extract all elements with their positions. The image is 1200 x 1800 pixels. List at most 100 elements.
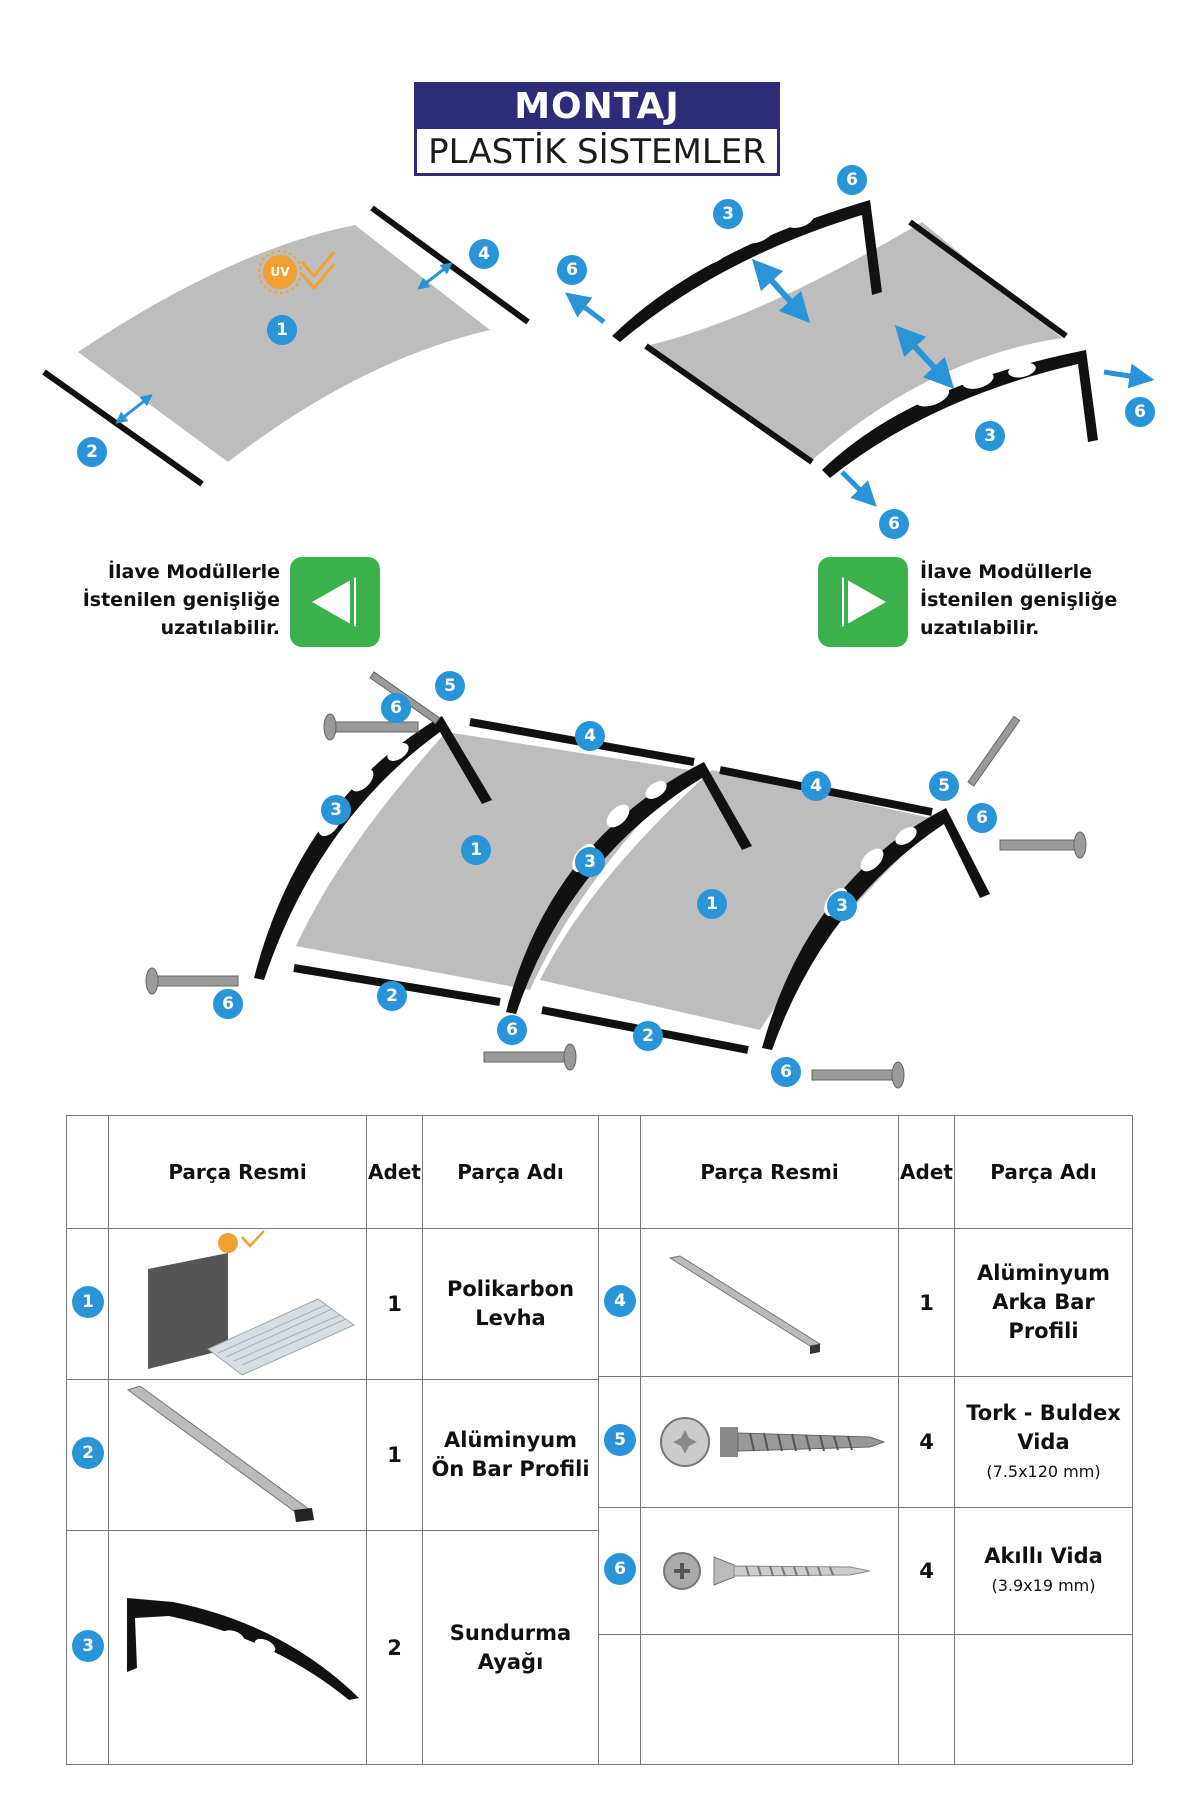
number-badge-back_bar: 4 — [575, 721, 605, 751]
sheet-left — [296, 732, 690, 990]
number-badge-smart_screw: 6 — [213, 989, 243, 1019]
parts-table: Parça Resmi Adet Parça Adı Parça Resmi A… — [66, 1115, 1133, 1765]
svg-text:3: 3 — [836, 896, 848, 916]
number-badge-smart_screw: 6 — [879, 509, 909, 539]
part-qty: 1 — [366, 1379, 423, 1531]
number-badge-sheet: 1 — [697, 889, 727, 919]
table-header-row: Parça Resmi Adet Parça Adı Parça Resmi A… — [66, 1115, 1133, 1229]
svg-text:6: 6 — [976, 808, 988, 828]
svg-text:3: 3 — [722, 204, 734, 224]
svg-text:4: 4 — [614, 1291, 626, 1311]
polycarbonate-sheet-icon — [147, 1230, 355, 1376]
assembly-diagram: UV — [42, 165, 1155, 1089]
extension-note-right: İlave Modüllerle İstenilen genişliğe uza… — [920, 561, 1118, 639]
header-part-image: Parça Resmi — [108, 1115, 367, 1229]
number-badge-bracket: 3 — [713, 199, 743, 229]
svg-text:3: 3 — [330, 800, 342, 820]
number-badge-front_bar: 2 — [633, 1021, 663, 1051]
svg-text:6: 6 — [566, 260, 578, 280]
number-badge-icon: 2 — [71, 1437, 104, 1469]
svg-text:6: 6 — [222, 994, 234, 1014]
part-name: Akıllı Vida (3.9x19 mm) — [954, 1507, 1133, 1635]
number-badge-sheet: 1 — [267, 315, 297, 345]
svg-text:6: 6 — [846, 170, 858, 190]
svg-text:3: 3 — [584, 852, 596, 872]
sheet-right — [540, 770, 940, 1030]
svg-text:6: 6 — [888, 514, 900, 534]
part-qty: 4 — [898, 1376, 955, 1508]
extend-right-button[interactable] — [818, 557, 908, 647]
svg-text:2: 2 — [82, 1443, 94, 1463]
extension-note-left: İlave Modüllerle İstenilen genişliğe uza… — [82, 561, 280, 639]
svg-text:6: 6 — [1134, 402, 1146, 422]
svg-text:2: 2 — [386, 986, 398, 1006]
svg-text:3: 3 — [82, 1636, 94, 1656]
svg-text:4: 4 — [478, 244, 490, 264]
number-badge-smart_screw: 6 — [381, 693, 411, 723]
number-badge-tork_screw: 5 — [435, 671, 465, 701]
part-qty: 4 — [898, 1507, 955, 1635]
header-qty: Adet — [366, 1115, 423, 1229]
svg-text:2: 2 — [86, 442, 98, 462]
number-badge-front_bar: 2 — [377, 981, 407, 1011]
part-qty: 1 — [366, 1228, 423, 1380]
number-badge-bracket: 3 — [575, 847, 605, 877]
tork-screw-icon — [659, 1417, 885, 1467]
part-qty: 2 — [366, 1530, 423, 1765]
svg-text:1: 1 — [706, 894, 718, 914]
part-image-front-bar — [108, 1379, 367, 1531]
svg-text:6: 6 — [780, 1062, 792, 1082]
svg-text:UV: UV — [270, 265, 290, 279]
front-bar — [42, 369, 204, 487]
header-part-name: Parça Adı — [954, 1115, 1133, 1229]
svg-text:3: 3 — [984, 426, 996, 446]
part-image-tork-screw — [640, 1376, 899, 1508]
number-badge-front_bar: 2 — [77, 437, 107, 467]
left-arrow-icon — [312, 577, 356, 627]
smart-screw-icon — [662, 1552, 870, 1590]
right-arrow-icon — [842, 577, 886, 627]
bracket-upper — [612, 200, 882, 342]
page-subtitle: PLASTİK SİSTEMLER — [428, 132, 766, 172]
number-badge-icon: 4 — [603, 1284, 636, 1317]
part-image-bracket — [108, 1530, 367, 1765]
uv-icon: UV — [258, 250, 336, 294]
exploded-sheet-view: UV — [42, 205, 530, 487]
assembled-canopy-view — [145, 671, 1087, 1089]
assembled-bracket-1 — [254, 716, 492, 980]
number-badge-bracket: 3 — [975, 421, 1005, 451]
page-title: MONTAJ KLAVUZU — [417, 85, 777, 171]
svg-text:4: 4 — [584, 726, 596, 746]
canopy-bracket-icon — [126, 1597, 359, 1700]
aluminium-front-bar-icon — [126, 1385, 314, 1522]
number-badge-icon: 5 — [603, 1424, 636, 1456]
aluminium-bar-icon — [668, 1254, 821, 1354]
part-image-back-bar — [640, 1228, 899, 1377]
svg-text:6: 6 — [506, 1020, 518, 1040]
number-badge-icon: 3 — [71, 1629, 104, 1662]
svg-text:5: 5 — [444, 676, 456, 696]
part-qty: 1 — [898, 1228, 955, 1377]
header-part-image: Parça Resmi — [640, 1115, 899, 1229]
number-badge-smart_screw: 6 — [557, 255, 587, 285]
header-part-name: Parça Adı — [422, 1115, 599, 1229]
number-badge-icon: 1 — [71, 1286, 104, 1318]
svg-text:5: 5 — [938, 776, 950, 796]
number-badge-smart_screw: 6 — [837, 165, 867, 195]
number-badge-smart_screw: 6 — [967, 803, 997, 833]
extend-left-button[interactable] — [290, 557, 380, 647]
svg-text:5: 5 — [614, 1430, 626, 1450]
number-badge-icon: 6 — [603, 1553, 636, 1585]
svg-text:6: 6 — [390, 698, 402, 718]
svg-text:2: 2 — [642, 1026, 654, 1046]
number-badge-bracket: 3 — [321, 795, 351, 825]
number-badge-tork_screw: 5 — [929, 771, 959, 801]
svg-text:1: 1 — [82, 1292, 94, 1312]
part-image-smart-screw — [640, 1507, 899, 1635]
